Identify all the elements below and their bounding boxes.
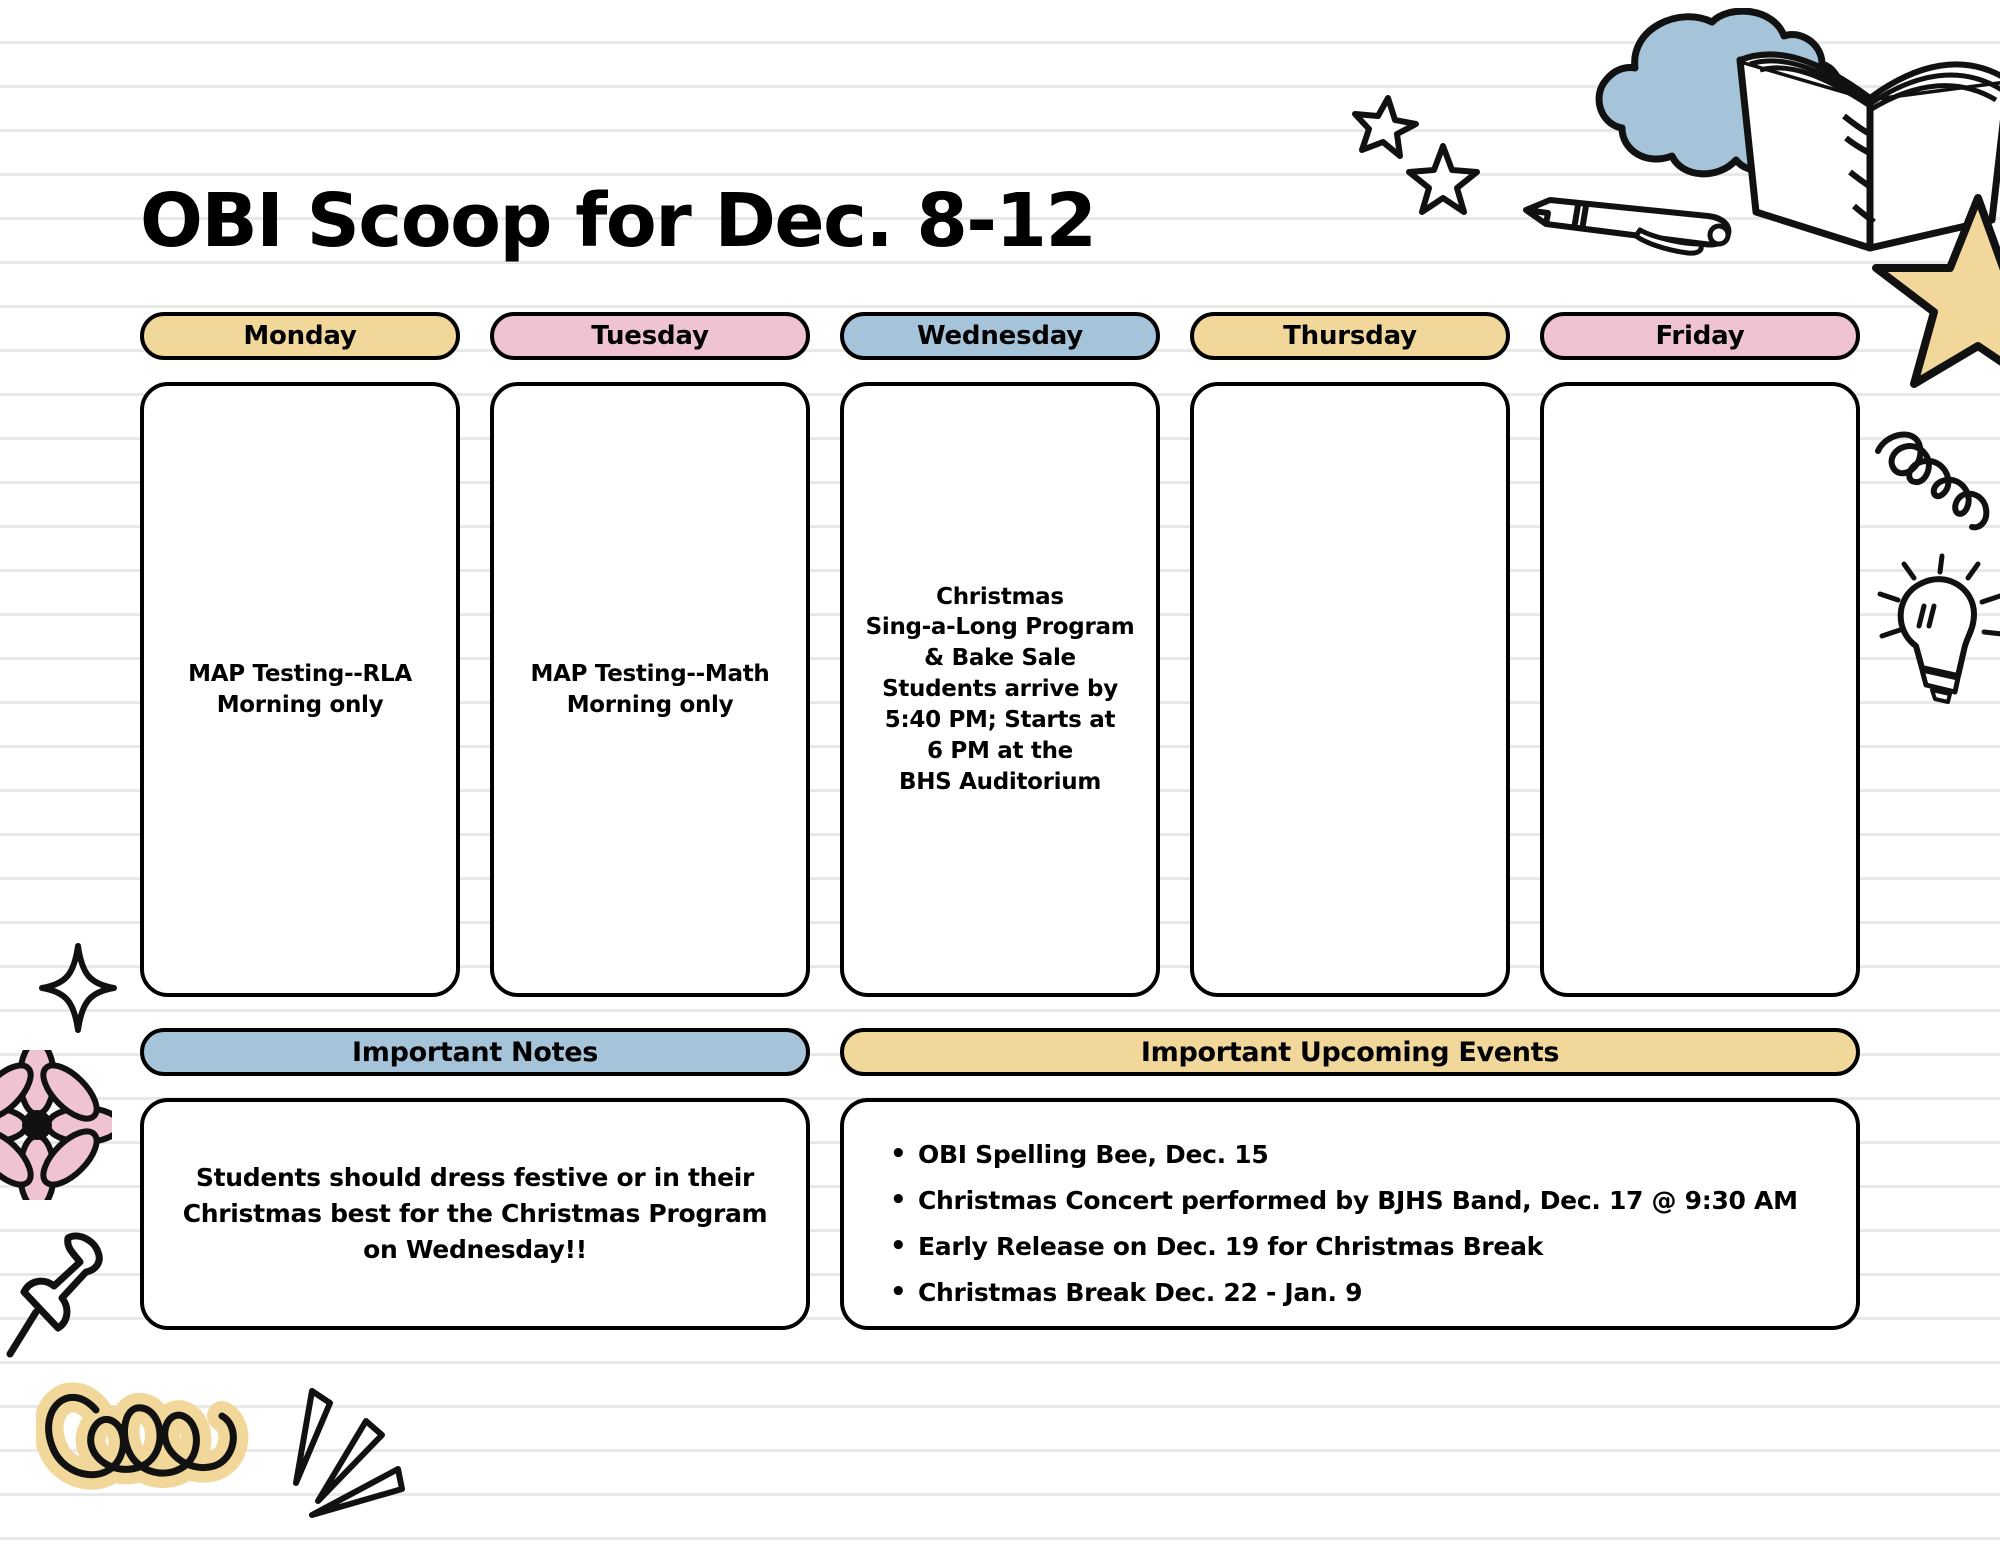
day-card-text-tuesday: MAP Testing--Math Morning only <box>530 660 770 718</box>
list-item: Christmas Break Dec. 22 - Jan. 9 <box>878 1275 1798 1309</box>
day-header-wednesday[interactable]: Wednesday <box>840 312 1160 360</box>
day-column-wednesday: Wednesday Christmas Sing-a-Long Program … <box>840 312 1160 997</box>
week-grid: Monday MAP Testing--RLA Morning only Tue… <box>140 312 1860 997</box>
section-header-upcoming-events[interactable]: Important Upcoming Events <box>840 1028 1860 1076</box>
notes-body-text: Students should dress festive or in thei… <box>182 1162 768 1265</box>
section-header-important-notes[interactable]: Important Notes <box>140 1028 810 1076</box>
day-column-monday: Monday MAP Testing--RLA Morning only <box>140 312 460 997</box>
list-item: Christmas Concert performed by BJHS Band… <box>878 1183 1798 1217</box>
day-card-friday[interactable] <box>1540 382 1860 997</box>
day-card-thursday[interactable] <box>1190 382 1510 997</box>
events-card[interactable]: OBI Spelling Bee, Dec. 15 Christmas Conc… <box>840 1098 1860 1330</box>
day-header-tuesday[interactable]: Tuesday <box>490 312 810 360</box>
day-header-thursday[interactable]: Thursday <box>1190 312 1510 360</box>
day-column-tuesday: Tuesday MAP Testing--Math Morning only <box>490 312 810 997</box>
upcoming-events-list: OBI Spelling Bee, Dec. 15 Christmas Conc… <box>878 1137 1798 1322</box>
day-column-thursday: Thursday <box>1190 312 1510 997</box>
list-item: Early Release on Dec. 19 for Christmas B… <box>878 1229 1798 1263</box>
day-card-tuesday[interactable]: MAP Testing--Math Morning only <box>490 382 810 997</box>
bottom-sections: Important Notes Students should dress fe… <box>140 1028 1860 1330</box>
events-column: Important Upcoming Events OBI Spelling B… <box>840 1028 1860 1330</box>
day-column-friday: Friday <box>1540 312 1860 997</box>
notes-card[interactable]: Students should dress festive or in thei… <box>140 1098 810 1330</box>
notes-column: Important Notes Students should dress fe… <box>140 1028 810 1330</box>
day-card-monday[interactable]: MAP Testing--RLA Morning only <box>140 382 460 997</box>
day-card-text-wednesday: Christmas Sing-a-Long Program & Bake Sal… <box>865 583 1135 795</box>
day-card-text-monday: MAP Testing--RLA Morning only <box>188 660 412 718</box>
list-item: OBI Spelling Bee, Dec. 15 <box>878 1137 1798 1171</box>
day-header-monday[interactable]: Monday <box>140 312 460 360</box>
page-title: OBI Scoop for Dec. 8-12 <box>140 178 1097 264</box>
day-card-wednesday[interactable]: Christmas Sing-a-Long Program & Bake Sal… <box>840 382 1160 997</box>
day-header-friday[interactable]: Friday <box>1540 312 1860 360</box>
